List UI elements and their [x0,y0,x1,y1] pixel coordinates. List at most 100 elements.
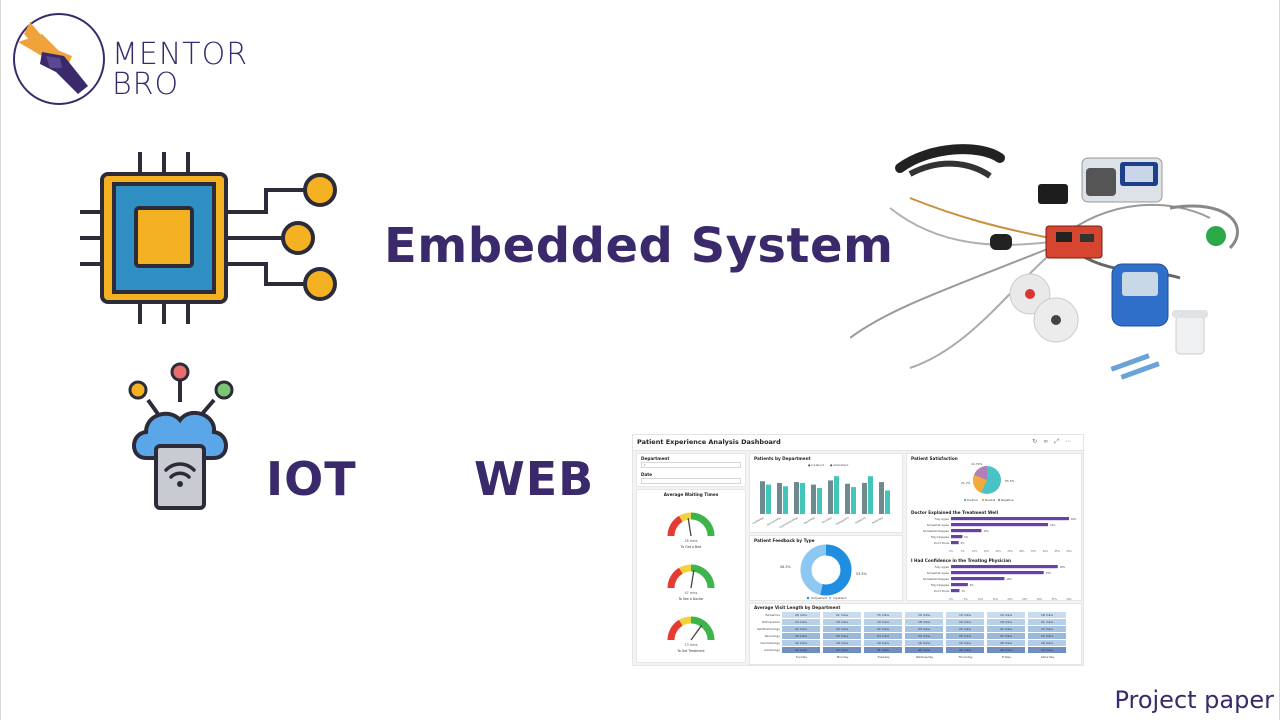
hbar-tick: 0% [949,550,954,553]
department-select[interactable]: ▾ [641,462,741,468]
gauge-arc [679,564,692,574]
waiting-times-title: Average Waiting Times [663,492,719,497]
more-icon[interactable]: ⋯ [1065,438,1077,445]
refresh-icon[interactable]: ↻ [1032,438,1044,445]
medical-iot-devices-photo [850,144,1239,380]
hbar-tick: 40% [1066,598,1072,601]
satisfaction-label-1: 12.79% [971,462,983,466]
hbar-label: Fully Disagree [931,535,950,539]
bar-inpatient [879,482,884,514]
date-filter-label: Date [641,472,653,477]
hbar-value: 3% [961,590,966,593]
visit-col-label: Friday [1001,655,1012,659]
bar-inpatient [794,482,799,514]
gauge-needle [690,570,695,589]
bar-category-label: Dermatology [767,516,782,527]
hbar-value: 33% [1046,572,1052,575]
project-paper-caption: Project paper [1114,686,1274,714]
dashboard-toolbar: ↻∞⤢⋯ [1032,438,1077,446]
gauge-needle [690,625,703,641]
visit-cell: 19 mins [946,640,985,647]
visit-cell: 18 mins [1028,612,1067,619]
bar-category-label: Oncology [821,516,833,525]
gauge-arc [679,616,692,626]
visit-col-label: Thursday [958,655,973,659]
visit-cell: 19 mins [946,612,985,619]
bar-outpatient [868,476,873,514]
hbar [951,583,968,587]
feedback-left-label: 46.5% [780,565,792,569]
hbar [951,523,1049,527]
logo-line-1: MENTOR [112,37,249,72]
hbar-value: 16% [983,530,989,533]
confidence-title: I Had Confidence in the Treating Physici… [911,558,1012,563]
visit-length-title: Average Visit Length by Department [754,605,841,610]
visit-col-label: Saturday [1040,655,1055,659]
gauge-arc [667,567,683,589]
hbar-tick: 35% [1052,598,1058,601]
logo-text: MENTOR BRO [112,40,248,100]
bar-category-label: Pediatrics [855,516,867,525]
hbar-label: Somewhat Agree [927,571,950,575]
hbar-label: Somewhat Agree [927,523,950,527]
hbar [951,571,1044,575]
share-icon[interactable]: ∞ [1043,438,1055,445]
hbar-label: Don't Know [934,541,950,545]
embedded-system-title: Embedded System [384,218,894,274]
visit-row-label: Orthopedics [761,620,780,624]
visit-cell: 22 mins [946,626,985,633]
bar-outpatient [800,482,805,514]
hbar [951,589,960,593]
logo-line-2: BRO [112,67,180,102]
visit-cell: 18 mins [823,619,862,626]
hbar [951,577,1005,581]
bar-inpatient [828,480,833,514]
visit-cell: 15 mins [864,612,903,619]
visit-cell: 41 mins [864,647,903,654]
bar-category-label: Cardiology [752,516,765,525]
hbar-tick: 15% [993,598,999,601]
visit-col-label: Sunday [795,655,808,659]
microchip-icon [80,152,337,324]
hbar-tick: 10% [972,550,978,553]
mentor-bro-logo: MENTOR BRO [12,12,272,108]
date-picker[interactable] [641,478,741,484]
bar-outpatient [766,484,771,514]
visit-cell: 19 mins [946,619,985,626]
fullscreen-icon[interactable]: ⤢ [1054,438,1065,445]
dashboard-title: Patient Experience Analysis Dashboard [637,438,781,446]
visit-col-label: Wednesday [915,655,934,659]
bar-inpatient [845,483,850,514]
gauge-arc [690,616,715,641]
visit-cell: 21 mins [823,612,862,619]
iot-title: IOT [266,452,357,506]
hbar-value: 4% [961,542,966,545]
hbar-tick: 5% [964,598,969,601]
explained-title: Doctor Explained the Treatment Well [911,510,999,515]
satisfaction-label-3: 65.5% [1005,479,1015,483]
hbar [951,529,982,533]
gauge-arc [679,512,692,522]
visit-cell: 18 mins [987,640,1026,647]
hbar [951,565,1058,569]
hbar-tick: 30% [1019,550,1025,553]
visit-cell: 19 mins [864,640,903,647]
visit-cell: 22 mins [987,626,1026,633]
bar-inpatient [777,482,782,514]
gauge-needle [687,518,692,537]
visit-cell: 24 mins [782,619,821,626]
feedback-donut-chart: 46.5% 53.5% Outpatient Inpatient [780,544,868,600]
patients-by-department-title: Patients by Department [754,456,811,461]
department-filter-label: Department [641,456,670,461]
visit-cell: 23 mins [905,626,944,633]
gauge-caption: To Get a Bed [680,545,701,549]
visit-cell: 20 mins [905,633,944,640]
gauge-arc [667,619,683,641]
legend-inpatient: ● Inpatient [808,463,825,467]
gauge-value-label: 28 mins [685,539,698,543]
feedback-panel: Patient Feedback by Type 46.5% 53.5% Out… [749,535,903,601]
visit-cell: 24 mins [864,633,903,640]
visit-cell: 18 mins [1028,640,1067,647]
